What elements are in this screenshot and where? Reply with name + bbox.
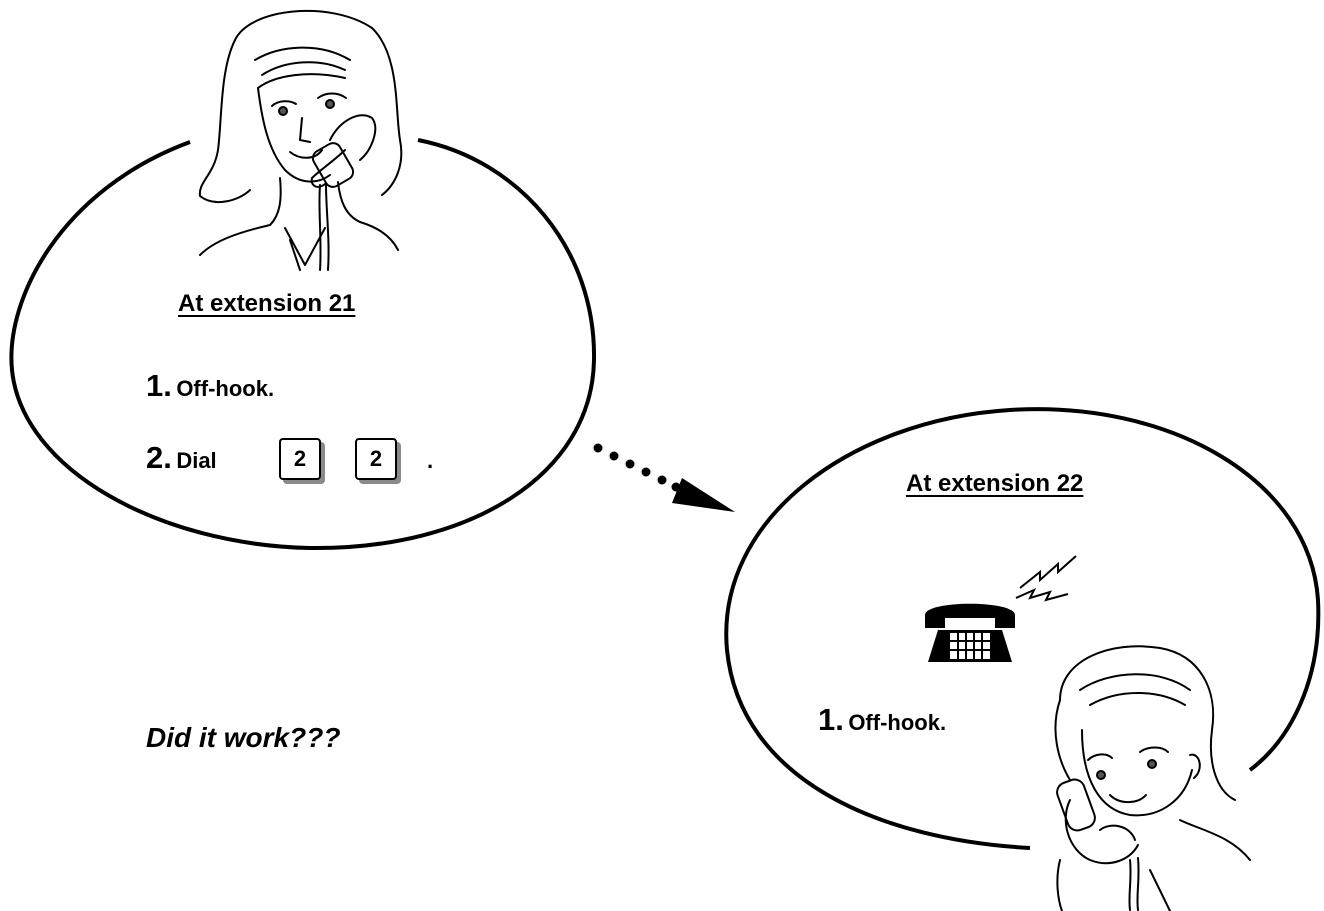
step-number: 1. — [146, 368, 172, 403]
caller-step-1: 1. Off-hook. — [146, 368, 274, 404]
dial-period: . — [427, 448, 434, 473]
step-number: 1. — [818, 702, 844, 737]
step-text: Off-hook. — [848, 710, 947, 735]
caller-heading: At extension 21 — [178, 290, 356, 317]
callee-heading: At extension 22 — [906, 470, 1084, 497]
step-text: Dial — [176, 448, 217, 473]
dial-key-2: 2 — [279, 438, 321, 480]
callee-step-1: 1. Off-hook. — [818, 702, 946, 738]
woman-on-phone-icon — [198, 9, 403, 271]
caller-bubble — [9, 138, 597, 551]
dial-key-2: 2 — [355, 438, 397, 480]
step-text: Off-hook. — [176, 376, 275, 401]
step-number: 2. — [146, 440, 172, 475]
woman-on-phone-icon — [1054, 645, 1251, 911]
question-text: Did it work??? — [146, 722, 341, 753]
ringing-telephone-icon — [925, 555, 1077, 662]
dotted-arrow-icon — [593, 443, 735, 512]
caller-step-2: 2. Dial — [146, 440, 217, 476]
callee-bubble — [724, 407, 1321, 850]
